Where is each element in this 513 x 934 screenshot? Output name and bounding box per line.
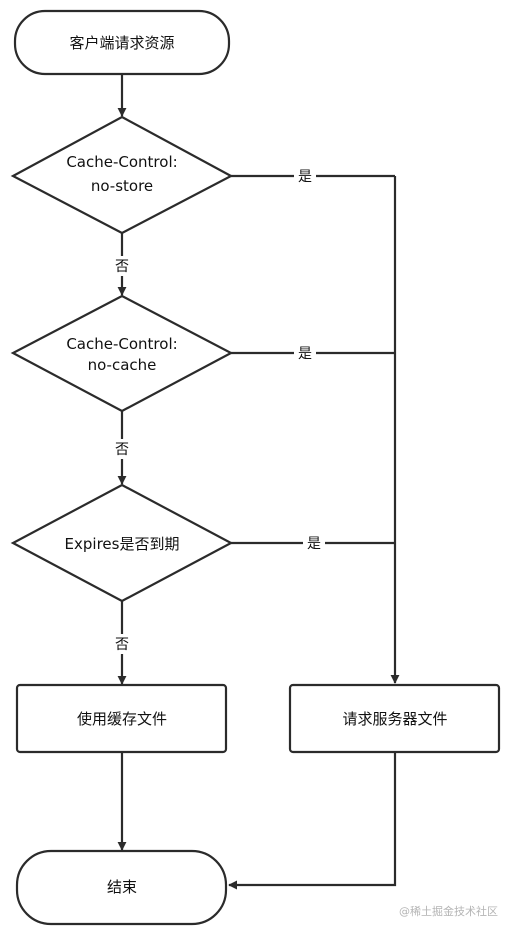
edge-label-no-no-cache: 否	[115, 442, 129, 458]
decision-no-store-line1: Cache-Control:	[66, 153, 177, 171]
decision-no-cache-line1: Cache-Control:	[66, 335, 177, 353]
label-bg-no-2	[112, 439, 134, 459]
edge-label-yes-expires: 是	[307, 536, 321, 552]
watermark-text: @稀土掘金技术社区	[399, 904, 498, 918]
edge-label-no-expires: 否	[115, 637, 129, 653]
label-bg-no-3	[112, 634, 134, 654]
end-node-label: 结束	[107, 878, 137, 896]
label-bg-yes-3	[303, 533, 325, 553]
request-server-label: 请求服务器文件	[342, 710, 447, 728]
decision-no-store	[10, 115, 234, 235]
decision-expires-label: Expires是否到期	[65, 535, 180, 553]
edge-request-server-to-end	[228, 752, 397, 890]
label-bg-yes-2	[294, 343, 316, 363]
use-cache-node	[15, 683, 228, 754]
start-node	[13, 9, 231, 76]
edge-label-no-no-store: 否	[115, 259, 129, 275]
edge-label-yes-no-store: 是	[298, 169, 312, 185]
request-server-node	[288, 683, 501, 754]
edge-label-yes-no-cache: 是	[298, 346, 312, 362]
label-bg-no-1	[112, 256, 134, 276]
use-cache-label: 使用缓存文件	[77, 710, 167, 728]
decision-no-cache-line2: no-cache	[88, 356, 157, 374]
end-node	[15, 849, 228, 926]
decision-no-store-line2: no-store	[91, 177, 153, 195]
decision-expires	[10, 483, 234, 603]
decision-no-cache	[10, 294, 234, 413]
label-bg-yes-1	[294, 166, 316, 186]
start-node-label: 客户端请求资源	[69, 34, 174, 52]
